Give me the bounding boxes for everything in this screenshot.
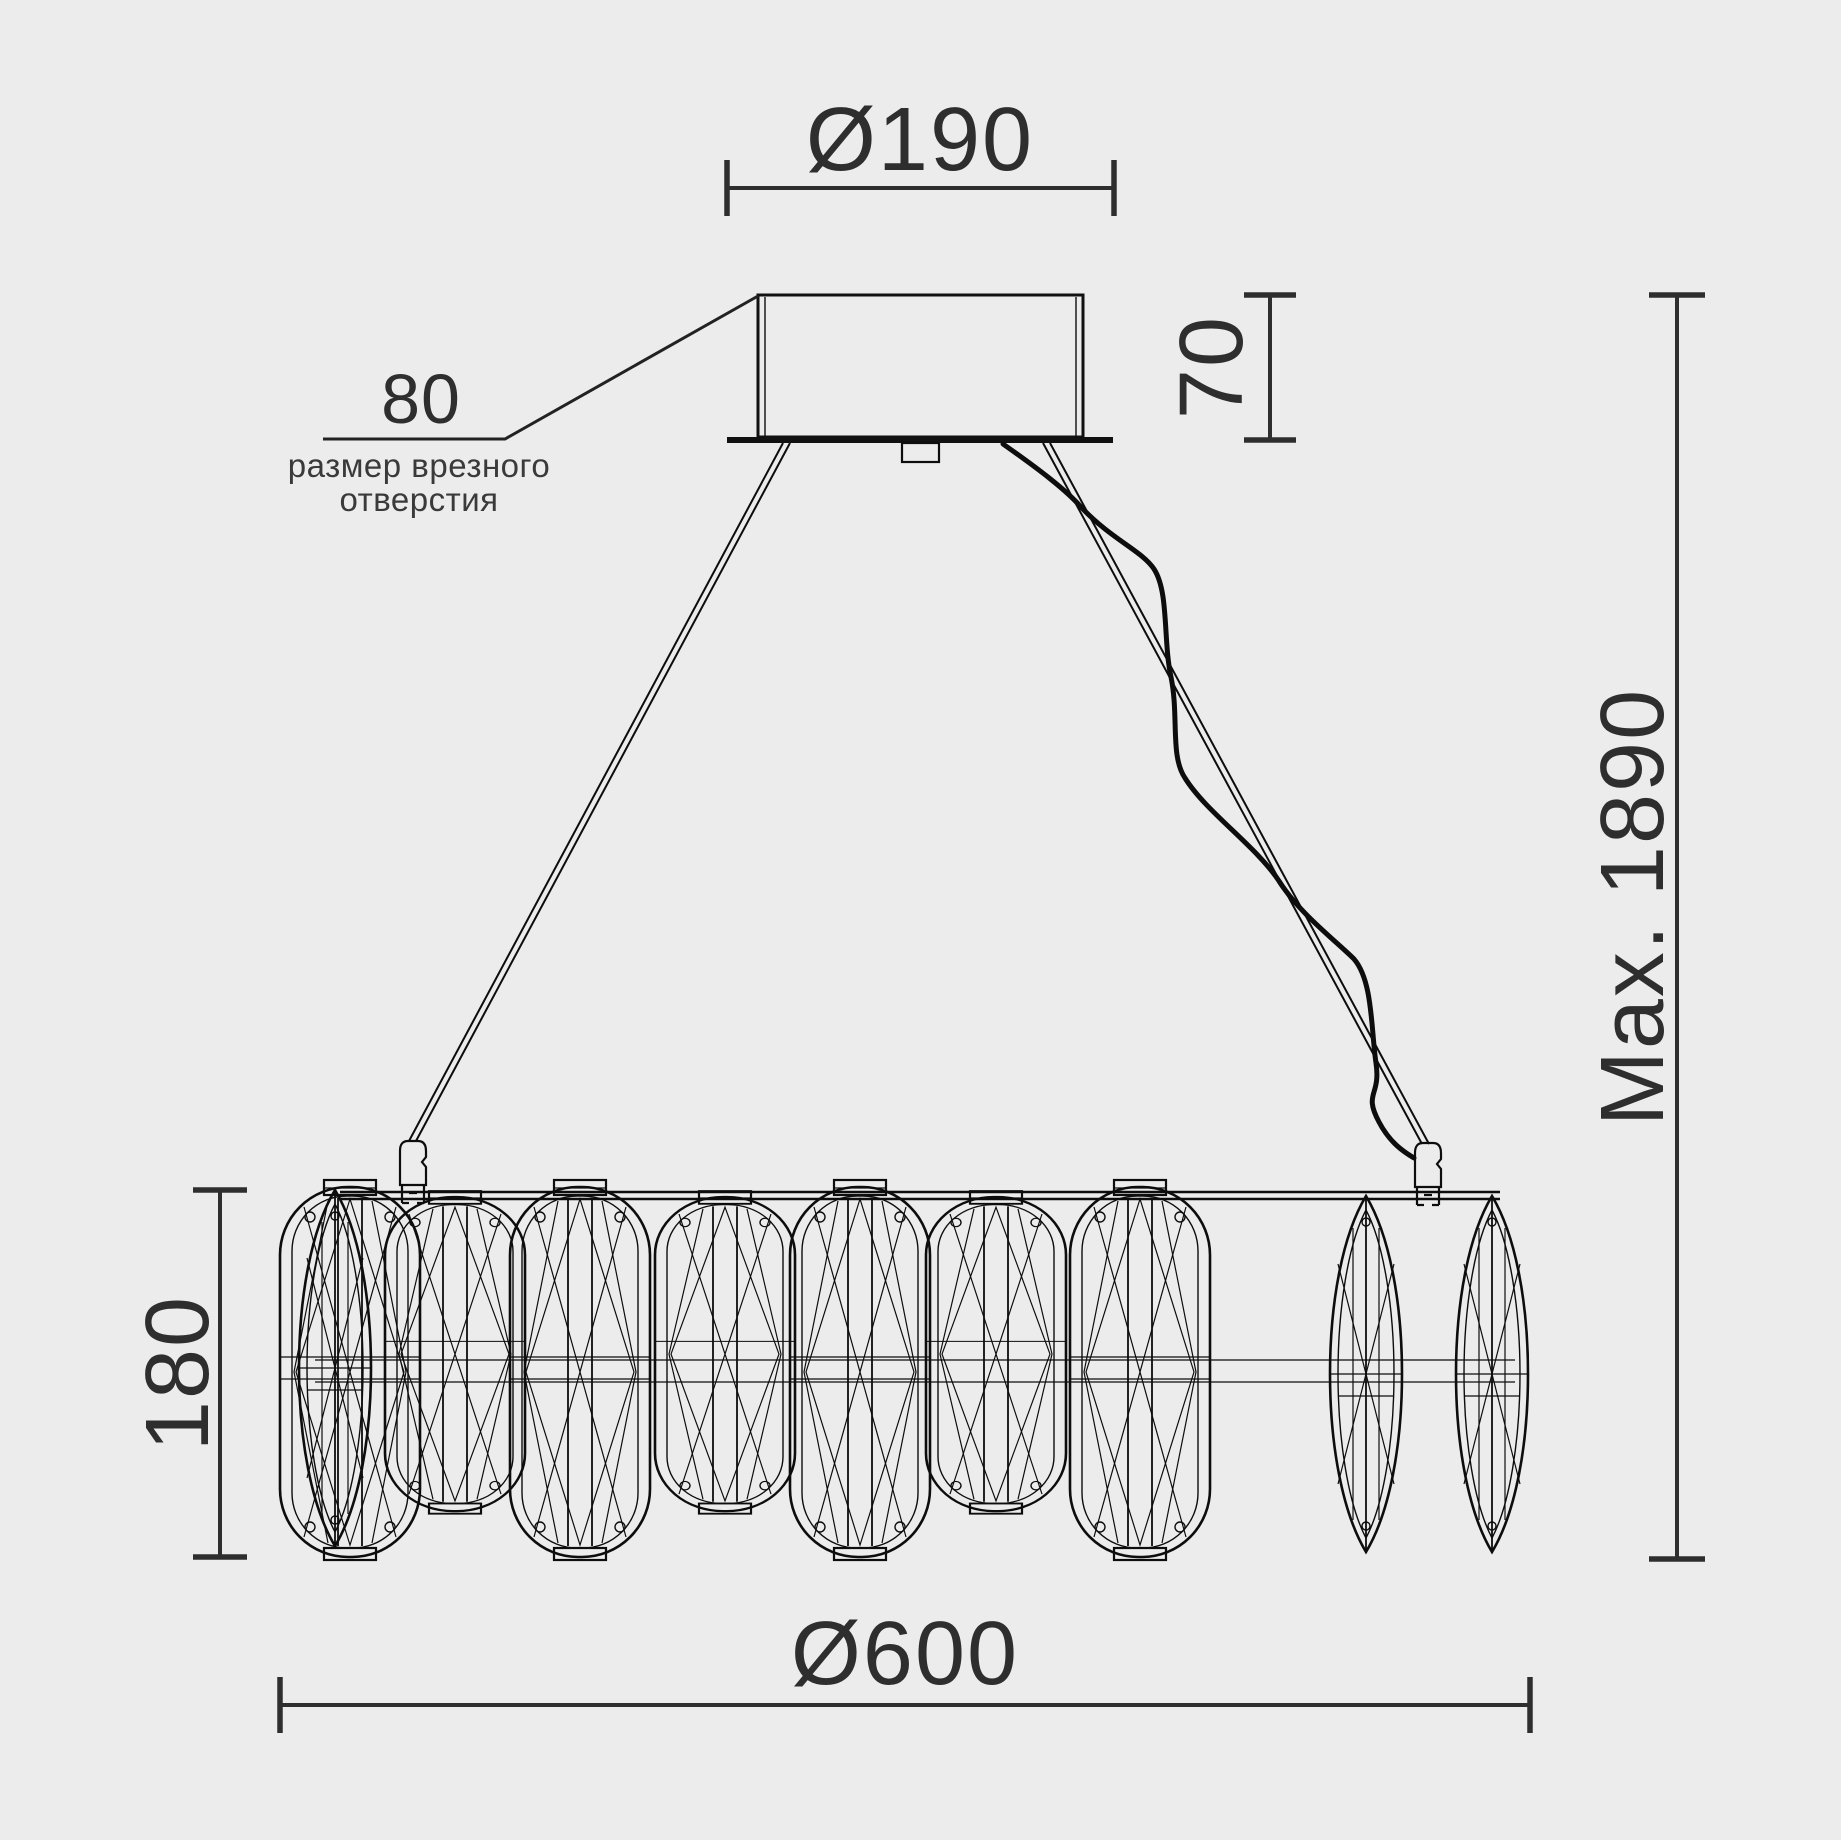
canopy-connector-box	[900, 441, 941, 464]
dimension-body-height: 180	[128, 1187, 247, 1560]
crystal-narrow-right	[1328, 1194, 1404, 1554]
max-drop-label: Max. 1890	[1583, 688, 1683, 1126]
cutout-note-line2: отверстия	[339, 481, 498, 518]
dimension-canopy-height: 70	[1162, 292, 1296, 443]
dimension-cutout: 80 размер врезного отверстия	[288, 294, 759, 518]
canopy-seams	[764, 297, 1077, 437]
crystal-wide-front	[508, 1178, 652, 1562]
dimension-canopy-diameter: Ø190	[724, 90, 1117, 216]
suspension-cable-right	[1042, 442, 1430, 1145]
cable-fitting-left	[398, 1139, 428, 1205]
canopy-body	[756, 293, 1085, 439]
crystal-wide-front	[1068, 1178, 1212, 1562]
dimension-max-drop: Max. 1890	[1583, 292, 1705, 1562]
crystal-wide-back	[924, 1189, 1068, 1515]
canopy-diameter-label: Ø190	[806, 90, 1034, 190]
crystal-wide-front	[788, 1178, 932, 1562]
ceiling-canopy	[727, 293, 1113, 464]
canopy-height-label: 70	[1162, 315, 1262, 419]
power-cord	[1000, 441, 1417, 1161]
crystal-wide-back	[383, 1189, 527, 1515]
cutout-size-label: 80	[381, 360, 461, 438]
crystal-narrow-left	[297, 1188, 373, 1548]
body-height-label: 180	[128, 1295, 228, 1451]
body-diameter-label: Ø600	[791, 1604, 1019, 1704]
crystal-narrow-right	[1454, 1194, 1530, 1554]
cable-fitting-right	[1413, 1141, 1443, 1207]
dimension-body-diameter: Ø600	[277, 1604, 1533, 1733]
crystal-wide-back	[653, 1189, 797, 1515]
cutout-note-line1: размер врезного	[288, 447, 550, 484]
suspension-cable-left	[408, 442, 791, 1142]
suspension	[408, 441, 1430, 1161]
lamp-body	[278, 1139, 1530, 1562]
ring-rail	[340, 1190, 1500, 1201]
